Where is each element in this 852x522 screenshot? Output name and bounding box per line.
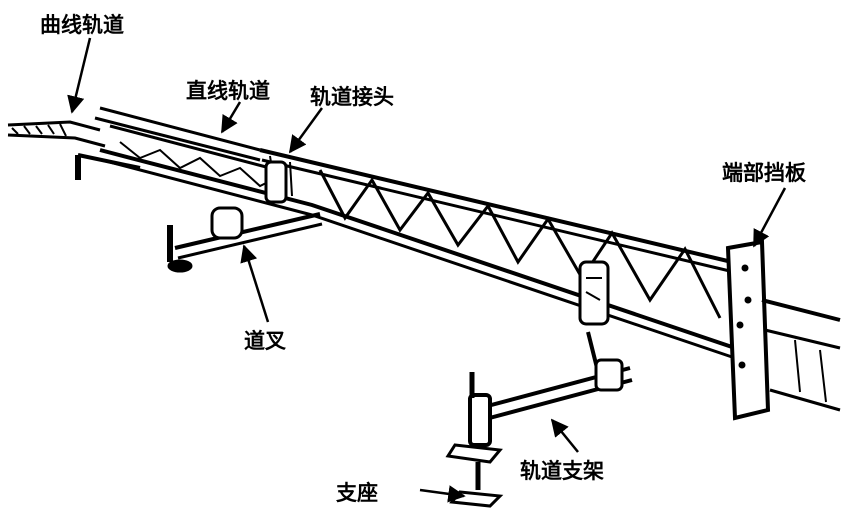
arrow-switch: [240, 244, 270, 323]
label-support-base: 支座: [336, 481, 378, 505]
label-track-bracket: 轨道支架: [520, 459, 604, 483]
label-end-stop: 端部挡板: [722, 161, 807, 185]
end-stop-plate: [725, 239, 841, 421]
straight-track: [94, 106, 271, 170]
leader-arrows: [67, 37, 787, 503]
label-straight-track: 直线轨道: [186, 79, 270, 103]
switch-assembly: [75, 153, 323, 273]
arrow-support-base: [419, 485, 466, 503]
arrow-curved-track: [67, 37, 92, 114]
track-bracket: [479, 331, 633, 422]
label-switch: 道叉: [244, 329, 287, 353]
arrow-end-stop: [752, 187, 787, 248]
arrow-track-joint: [288, 107, 324, 154]
arrow-straight-track: [220, 101, 242, 134]
arrow-track-bracket: [550, 418, 579, 453]
label-curved-track: 曲线轨道: [40, 13, 124, 37]
track-joint: [264, 160, 610, 326]
support-base: [445, 372, 504, 508]
main-truss-beam: [99, 141, 736, 360]
curved-track: [7, 120, 106, 148]
label-track-joint: 轨道接头: [310, 85, 394, 109]
